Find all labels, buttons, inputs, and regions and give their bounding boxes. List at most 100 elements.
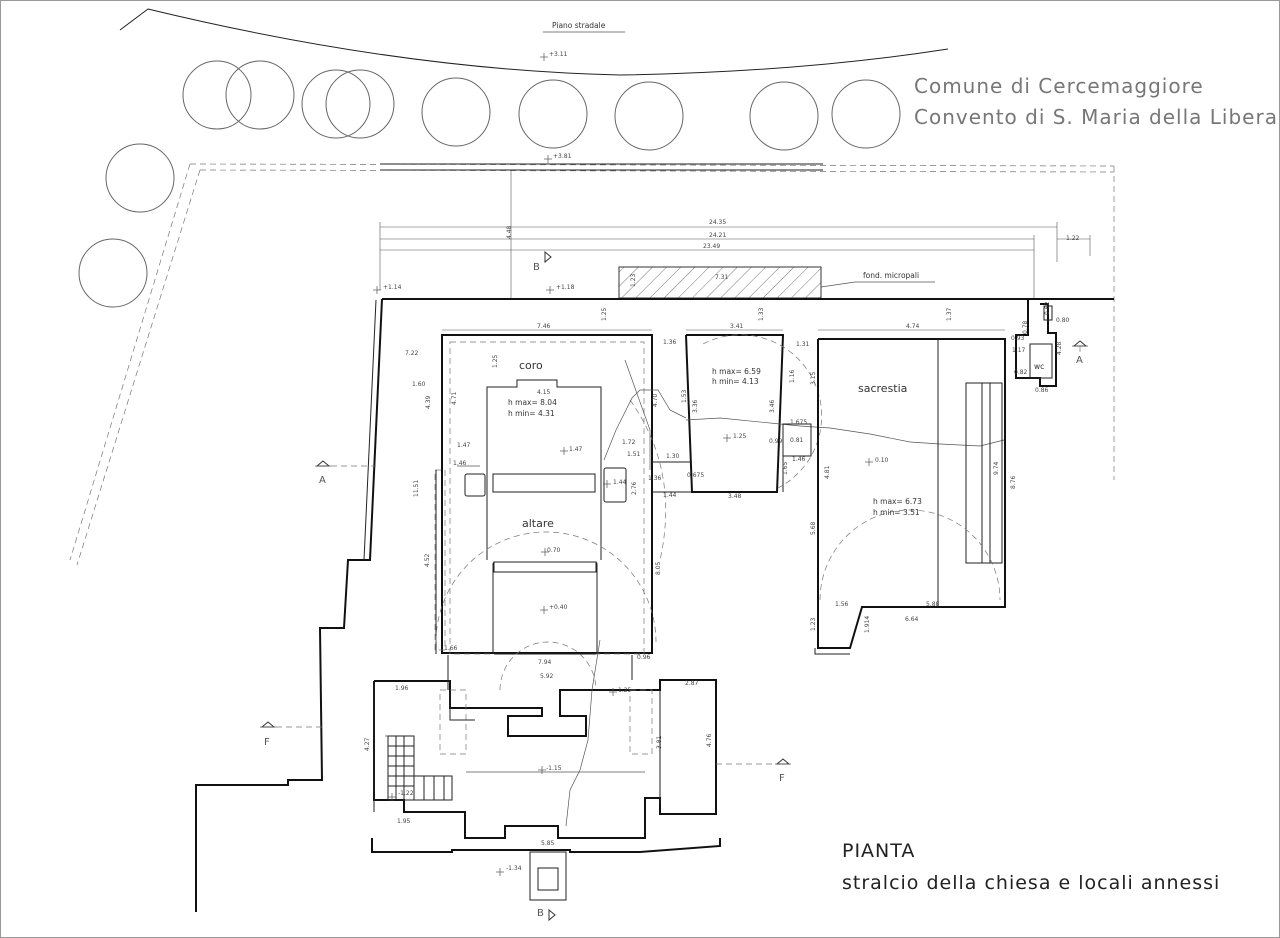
elevation-left: +1.14	[373, 284, 402, 294]
tree-icon	[831, 79, 901, 149]
section-marker-f-right: F	[716, 758, 791, 784]
coro-height-min: h min= 4.31	[508, 409, 555, 418]
tree-icon	[182, 60, 252, 130]
middle-height-min: h min= 4.13	[712, 377, 759, 386]
svg-text:1.914: 1.914	[864, 616, 871, 633]
svg-text:0.81: 0.81	[790, 437, 804, 444]
svg-text:3.48: 3.48	[728, 493, 742, 500]
svg-text:1.17: 1.17	[1012, 347, 1026, 354]
svg-text:0.99: 0.99	[769, 438, 783, 445]
svg-text:11.51: 11.51	[413, 480, 420, 497]
svg-text:9.74: 9.74	[993, 461, 1000, 475]
svg-text:8.76: 8.76	[1010, 475, 1017, 489]
street-area: Piano stradale +3.11	[69, 8, 1115, 566]
svg-text:1.56: 1.56	[835, 601, 849, 608]
tree-icon	[749, 81, 819, 151]
svg-text:1.60: 1.60	[412, 381, 426, 388]
micropali-leader	[820, 281, 856, 288]
svg-text:0.80: 0.80	[1056, 317, 1070, 324]
svg-text:4.74: 4.74	[906, 323, 920, 330]
svg-text:1.31: 1.31	[796, 341, 810, 348]
svg-text:1.25: 1.25	[733, 433, 747, 440]
svg-text:4.71: 4.71	[451, 391, 458, 405]
svg-text:4.28: 4.28	[1056, 341, 1063, 355]
svg-text:0.82: 0.82	[1014, 369, 1028, 376]
svg-text:1.30: 1.30	[666, 453, 680, 460]
middle-height-max: h max= 6.59	[712, 367, 761, 376]
svg-text:4.48: 4.48	[506, 225, 513, 239]
svg-text:4.81: 4.81	[824, 465, 831, 479]
svg-text:F: F	[779, 773, 785, 784]
svg-text:0.675: 0.675	[687, 472, 704, 479]
svg-text:A: A	[319, 475, 326, 486]
elevation-entrance: -1.15	[538, 765, 562, 774]
svg-text:1.23: 1.23	[630, 273, 637, 287]
svg-text:24.35: 24.35	[709, 219, 726, 226]
elevation-altare: 0.70	[541, 547, 561, 556]
elevation-b-top: +1.18	[546, 284, 575, 294]
svg-text:+1.14: +1.14	[383, 284, 402, 291]
svg-text:23.49: 23.49	[703, 243, 720, 250]
outer-walls	[195, 298, 1114, 912]
svg-text:-1.15: -1.15	[546, 765, 562, 772]
tree-icon	[421, 77, 491, 147]
section-marker-f-left: F	[260, 721, 322, 748]
micropali-label: fond. micropali	[863, 271, 919, 280]
boundary-dashed	[189, 163, 1115, 167]
elevation-side: 1.44	[603, 479, 627, 488]
boundary-dashed	[199, 169, 1115, 173]
street-label: Piano stradale	[552, 21, 606, 30]
elevation-bottom: -1.34	[496, 865, 522, 876]
title-line-2: Convento di S. Maria della Libera	[914, 105, 1278, 129]
wc-label: wc	[1034, 362, 1044, 371]
sacrestia-label: sacrestia	[858, 382, 907, 395]
svg-text:4.70: 4.70	[652, 393, 659, 407]
svg-text:24.21: 24.21	[709, 232, 726, 239]
elevation-nave: +0.40	[540, 604, 568, 614]
elevation-wall: +3.81	[544, 153, 572, 163]
svg-text:3.15: 3.15	[810, 371, 817, 385]
sacrestia-height-max: h max= 6.73	[873, 497, 922, 506]
svg-text:0.96: 0.96	[637, 654, 651, 661]
svg-text:0.93: 0.93	[1011, 335, 1025, 342]
elevation-middle: 1.25	[723, 433, 747, 442]
svg-text:7.94: 7.94	[538, 659, 552, 666]
elevation-coro: 1.47	[560, 446, 583, 455]
svg-text:1.95: 1.95	[397, 818, 411, 825]
svg-text:1.675: 1.675	[790, 419, 807, 426]
svg-text:7.46: 7.46	[537, 323, 551, 330]
trees-row	[78, 60, 901, 308]
tree-icon	[301, 69, 371, 139]
svg-text:+3.81: +3.81	[553, 153, 572, 160]
svg-text:0.78: 0.78	[1022, 320, 1029, 334]
room-middle: h max= 6.59 h min= 4.13	[652, 334, 1005, 493]
drawing-subtitle: stralcio della chiesa e locali annessi	[842, 872, 1220, 894]
svg-text:+0.40: +0.40	[549, 604, 568, 611]
svg-text:2.76: 2.76	[631, 481, 638, 495]
tree-icon	[325, 69, 395, 139]
svg-text:B: B	[533, 262, 540, 273]
svg-text:0.62: 0.62	[1044, 301, 1051, 315]
svg-text:8.05: 8.05	[655, 561, 662, 575]
svg-text:0.86: 0.86	[1035, 387, 1049, 394]
svg-text:1.44: 1.44	[663, 492, 677, 499]
svg-text:1.46: 1.46	[792, 456, 806, 463]
tree-icon	[225, 60, 295, 130]
svg-text:1.44: 1.44	[613, 479, 627, 486]
svg-text:4.15: 4.15	[537, 389, 551, 396]
svg-text:B: B	[537, 908, 544, 919]
boundary-dashed-left	[76, 169, 201, 566]
elevation-stairs: -1.22	[388, 790, 414, 801]
tree-icon	[105, 143, 175, 213]
svg-text:1.46: 1.46	[453, 460, 467, 467]
svg-text:1.36: 1.36	[663, 339, 677, 346]
boundary-dashed-left	[69, 163, 191, 561]
svg-text:1.65: 1.65	[782, 461, 789, 475]
svg-text:1.47: 1.47	[569, 446, 583, 453]
tree-icon	[518, 79, 588, 149]
micropali-foundation	[618, 266, 822, 299]
svg-text:1.47: 1.47	[457, 442, 471, 449]
svg-text:2.87: 2.87	[685, 680, 699, 687]
altare-label: altare	[522, 517, 554, 530]
